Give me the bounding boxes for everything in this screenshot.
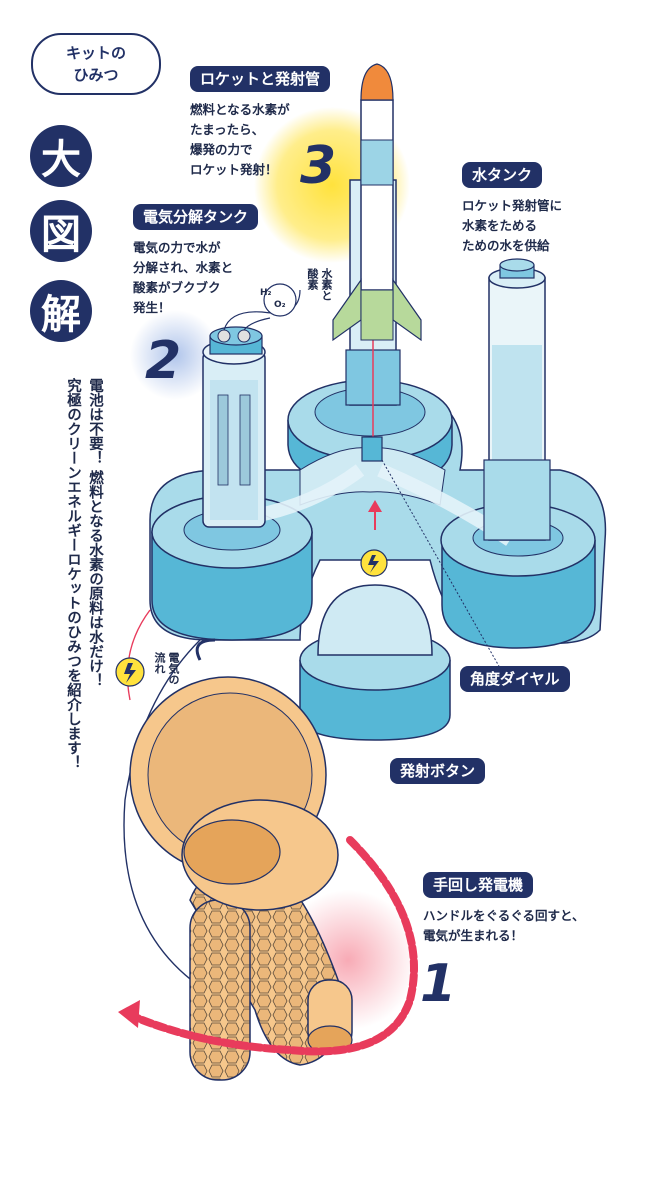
hydrogen-oxygen-line-1: 水素と (320, 268, 333, 301)
hydrogen-oxygen-line-2: 酸素 (306, 268, 319, 290)
launch-button-unit (299, 500, 451, 741)
badge-line-2: ひみつ (73, 66, 119, 84)
generator-callout-title: 手回し発電機 (423, 872, 534, 898)
water-tank (483, 258, 551, 541)
electrolysis-callout-title: 電気分解タンク (133, 204, 259, 230)
hydrogen-oxygen-label: 水素と 酸素 (305, 268, 333, 301)
generator-line-2: 電気が生まれる！ (423, 928, 524, 943)
intro-text: 電池は不要！ 燃料となる水素の原料は水だけ！ 究極のクリーンエネルギーロケットの… (34, 378, 106, 858)
water-tank-callout-title: 水タンク (462, 162, 543, 188)
electrolysis-glow (130, 310, 220, 400)
water-tank-callout-text: ロケット発射管に 水素をためる ための水を供給 (462, 196, 562, 256)
rocket (332, 63, 422, 342)
generator-callout-text: ハンドルをぐるぐる回すと、 電気が生まれる！ (423, 906, 585, 946)
lightning-icon (115, 657, 145, 687)
angle-dial-callout-title: 角度ダイヤル (460, 666, 570, 692)
badge-line-1: キットの (65, 44, 126, 62)
o2-label: O₂ (274, 300, 286, 310)
electric-flow-line-2: 流れ (153, 652, 166, 674)
rocket-line-1: 燃料となる水素が (190, 102, 290, 117)
electrolysis-line-2: 分解され、水素と (133, 260, 234, 275)
h2-label: H₂ (260, 288, 272, 298)
rocket-line-3: 爆発の力で (190, 142, 253, 157)
water-tank-line-3: ための水を供給 (462, 238, 550, 253)
intro-line-1: 電池は不要！ 燃料となる水素の原料は水だけ！ (87, 378, 103, 688)
rocket-callout-title: ロケットと発射管 (190, 66, 331, 92)
electrolysis-line-3: 酸素がブクブク (133, 280, 221, 295)
kit-secret-badge: キットの ひみつ (31, 33, 161, 95)
launch-button-callout-title: 発射ボタン (390, 758, 486, 784)
step-number-3: 3 (300, 136, 337, 196)
step-number-2: 2 (145, 331, 182, 391)
power-wire (123, 639, 206, 991)
step-number-1: 1 (420, 954, 457, 1014)
hand-generator (129, 638, 353, 1081)
rotation-arrow-head (118, 1000, 140, 1028)
rotation-arrow (126, 836, 418, 1056)
water-tank-line-2: 水素をためる (462, 218, 538, 233)
rocket-callout-text: 燃料となる水素が たまったら、 爆発の力で ロケット発射！ (190, 100, 290, 180)
power-wire-2 (126, 609, 151, 701)
electrolysis-tank (202, 289, 301, 528)
title-char-3: 解 (30, 280, 92, 342)
lightning-icon (360, 549, 388, 577)
rocket-line-2: たまったら、 (190, 122, 265, 137)
angle-dial-knob (361, 436, 383, 462)
intro-line-2: 究極のクリーンエネルギーロケットのひみつを紹介します！ (65, 378, 81, 770)
electrolysis-callout-text: 電気の力で水が 分解され、水素と 酸素がブクブク 発生！ (133, 238, 233, 318)
electric-flow-label: 電気の 流れ (152, 652, 180, 685)
molecules-bubble (263, 283, 297, 317)
water-tank-line-1: ロケット発射管に (462, 198, 563, 213)
electrolysis-line-4: 発生！ (133, 300, 171, 315)
title-char-2: 図 (30, 200, 92, 262)
molecule-labels: H₂ O₂ (260, 287, 300, 311)
title-char-1: 大 (30, 125, 92, 187)
rocket-line-4: ロケット発射！ (190, 162, 278, 177)
electric-flow-line-1: 電気の (167, 652, 180, 685)
generator-line-1: ハンドルをぐるぐる回すと、 (423, 908, 585, 923)
electrolysis-line-1: 電気の力で水が (133, 240, 221, 255)
